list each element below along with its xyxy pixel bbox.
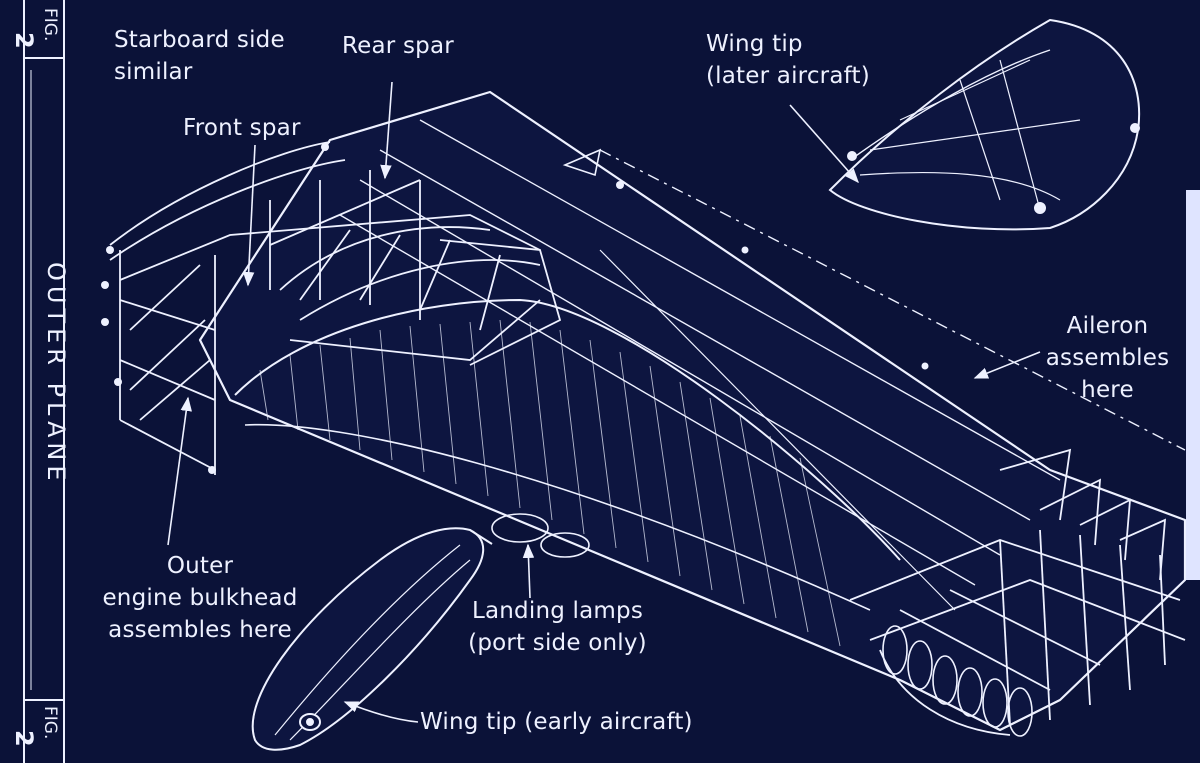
label-lamps-line1: Landing lamps (471, 598, 644, 624)
label-aileron-line2: assembles (1045, 345, 1170, 371)
label-front-spar: Front spar (183, 115, 301, 141)
fig-word-bottom: FIG. (40, 706, 60, 740)
leader-outer-bulkhead (167, 396, 192, 546)
label-aileron-line1: Aileron (1066, 313, 1149, 339)
margin-frame (23, 0, 65, 763)
fig-num-top: 2 (10, 32, 38, 49)
side-title: OUTER PLANE (42, 262, 70, 486)
wing-tip-later-drawing (828, 18, 1141, 231)
aileron-hinge-line (599, 149, 1186, 451)
label-wing-tip-later-line1: Wing tip (706, 31, 803, 57)
aileron-bracket (562, 148, 602, 177)
fig-word-top: FIG. (40, 8, 60, 42)
leader-landing-lamps (522, 543, 535, 599)
fig-num-bottom: 2 (10, 730, 38, 747)
label-aileron: Aileron assembles here (1045, 310, 1170, 406)
label-outer-bulkhead: Outer engine bulkhead assembles here (100, 550, 300, 646)
outboard-lugs (882, 625, 1033, 737)
leading-edge-hatching (259, 319, 841, 647)
leader-wing-tip-later (789, 104, 859, 184)
figure-number-top: FIG. 2 (10, 8, 62, 56)
right-edge-strip (1186, 190, 1200, 580)
structure-rivets (101, 143, 929, 474)
leader-rear-spar (380, 81, 393, 180)
label-wing-tip-later-line2: (later aircraft) (706, 63, 870, 89)
label-outer-line1: Outer (166, 553, 234, 579)
outer-wing-skin (198, 90, 1187, 732)
leader-front-spar (242, 144, 256, 287)
label-outer-line2: engine bulkhead (102, 585, 298, 611)
label-wing-tip-early: Wing tip (early aircraft) (420, 709, 693, 735)
figure-number-bottom: FIG. 2 (10, 706, 62, 754)
leader-aileron (973, 351, 1041, 379)
label-landing-lamps: Landing lamps (port side only) (460, 595, 655, 659)
label-outer-line3: assembles here (108, 617, 292, 643)
label-starboard: Starboard side similar (114, 24, 285, 88)
outboard-structure (849, 448, 1186, 736)
wing-tip-early-drawing (251, 527, 493, 751)
label-lamps-line2: (port side only) (468, 630, 647, 656)
leader-wing-tip-early (343, 701, 419, 723)
landing-lamps-drawing (491, 513, 590, 558)
inboard-structure (109, 141, 562, 475)
label-wing-tip-later: Wing tip (later aircraft) (706, 28, 870, 92)
leader-lines (167, 81, 1041, 723)
label-aileron-line3: here (1081, 377, 1134, 403)
label-rear-spar: Rear spar (342, 33, 454, 59)
label-starboard-line2: similar (114, 59, 193, 85)
label-starboard-line1: Starboard side (114, 27, 285, 53)
